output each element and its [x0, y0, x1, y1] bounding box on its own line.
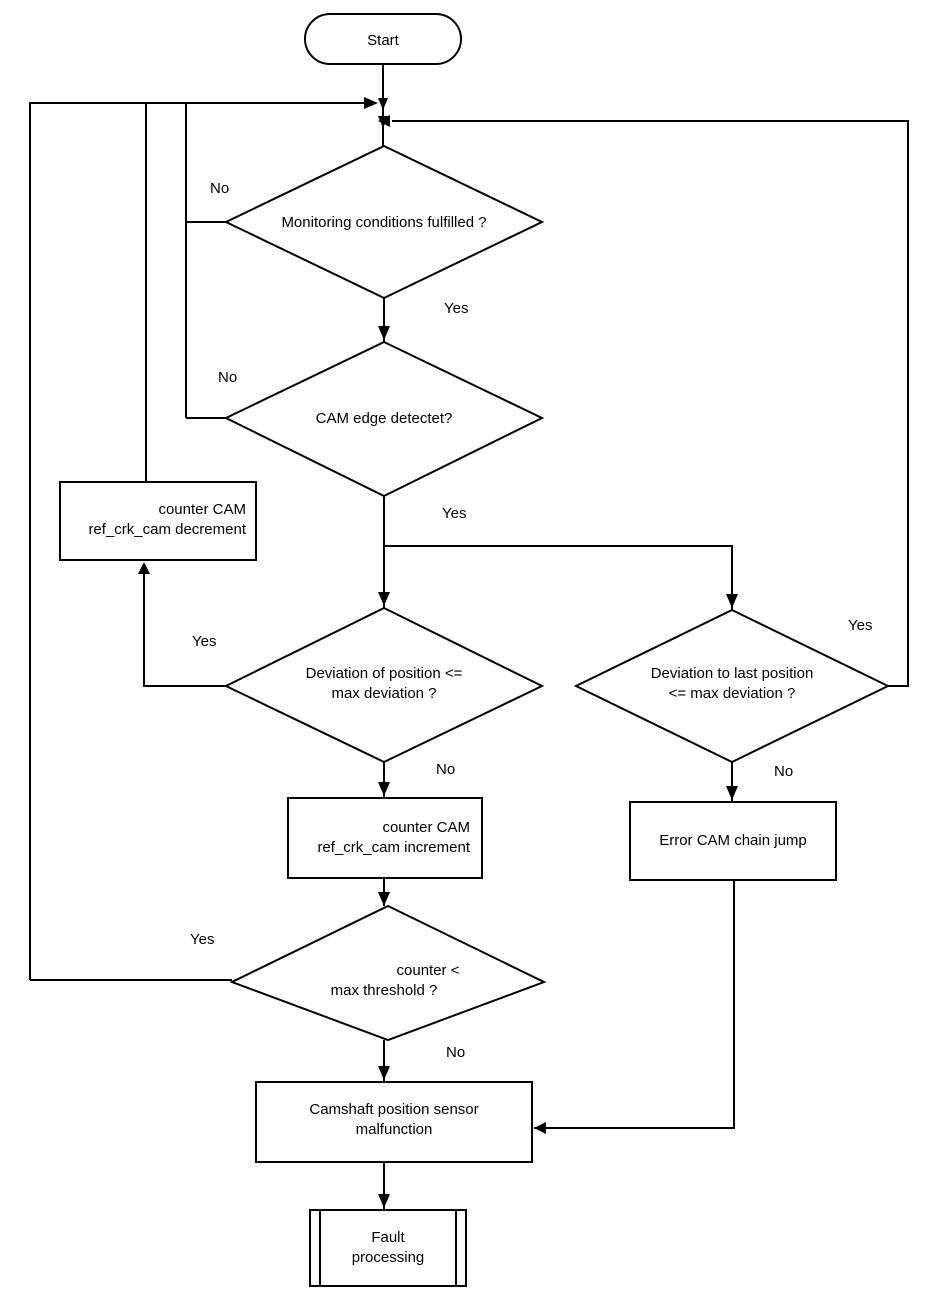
label-cam-edge-yes: Yes [442, 505, 466, 522]
decision-counter-threshold [229, 904, 547, 1042]
process-counter-decrement [59, 481, 257, 561]
label-deviation-position-yes: Yes [192, 633, 216, 650]
subprocess-fault-line2: processing [352, 1249, 425, 1266]
label-counter-no: No [446, 1044, 465, 1061]
arrowhead-error-jump [726, 786, 738, 800]
label-deviation-last-yes: Yes [848, 617, 872, 634]
arrowhead-right-loop [378, 115, 390, 127]
process-decrement-line2: ref_crk_cam decrement [88, 521, 246, 538]
label-deviation-last-no: No [774, 763, 793, 780]
process-sensor-malfunction [255, 1081, 533, 1163]
decision-counter-line2: max threshold ? [331, 982, 438, 999]
connector-deviation-last-yes-loop [392, 120, 909, 687]
decision-deviation-last-line1: Deviation to last position [651, 665, 814, 682]
label-monitoring-yes: Yes [444, 300, 468, 317]
process-malfunction-line1: Camshaft position sensor [309, 1101, 478, 1118]
arrowhead-deviation-position [378, 592, 390, 606]
start-label: Start [367, 32, 400, 49]
arrowhead-decrement [138, 562, 150, 574]
arrowhead-deviation-last [726, 594, 738, 608]
arrowhead-merge-top [378, 98, 388, 110]
arrowhead-fault [378, 1194, 390, 1208]
process-increment-line1: counter CAM [382, 819, 470, 836]
process-decrement-line1: counter CAM [158, 501, 246, 518]
connector-error-to-malfunction [534, 880, 735, 1129]
decision-deviation-position-line1: Deviation of position <= [306, 665, 463, 682]
decision-deviation-last-line2: <= max deviation ? [669, 685, 796, 702]
arrowhead-malfunction [378, 1066, 390, 1080]
label-deviation-position-no: No [436, 761, 455, 778]
connector-split-to-last-position [384, 545, 733, 610]
connector-counter-yes-loop [29, 102, 376, 980]
arrowhead-monitoring-yes [378, 326, 390, 340]
decision-monitoring-text: Monitoring conditions fulfilled ? [281, 214, 486, 231]
process-counter-increment [287, 797, 483, 879]
label-counter-yes: Yes [190, 931, 214, 948]
arrowhead-error-malfunction [534, 1122, 546, 1134]
connector-deviation-position-yes [143, 564, 226, 687]
arrowhead-loop-entry [364, 97, 378, 109]
arrowhead-increment [378, 782, 390, 796]
decision-cam-edge-text: CAM edge detectet? [316, 410, 453, 427]
label-cam-edge-no: No [218, 369, 237, 386]
process-error-jump-text: Error CAM chain jump [659, 832, 807, 849]
arrowhead-counter [378, 892, 390, 906]
decision-deviation-position-line2: max deviation ? [331, 685, 436, 702]
subprocess-fault-line1: Fault [371, 1229, 405, 1246]
subprocess-fault-processing [309, 1209, 467, 1287]
process-malfunction-line2: malfunction [356, 1121, 433, 1138]
label-monitoring-no: No [210, 180, 229, 197]
process-increment-line2: ref_crk_cam increment [317, 839, 470, 856]
decision-counter-line1: counter < [397, 962, 460, 979]
process-error-cam-chain-jump [629, 801, 837, 881]
